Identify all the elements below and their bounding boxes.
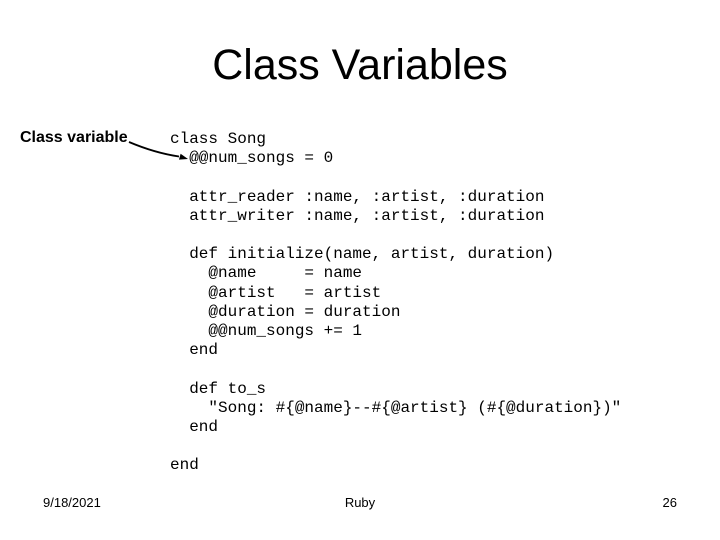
footer-subject: Ruby: [344, 495, 376, 510]
footer: 9/18/2021 Ruby 26: [0, 495, 720, 515]
annotation-label: Class variable: [20, 129, 128, 146]
code-block: class Song @@num_songs = 0 attr_reader :…: [170, 130, 622, 475]
slide-title: Class Variables: [212, 41, 508, 89]
footer-date: 9/18/2021: [43, 495, 101, 510]
footer-page-number: 26: [662, 495, 677, 510]
